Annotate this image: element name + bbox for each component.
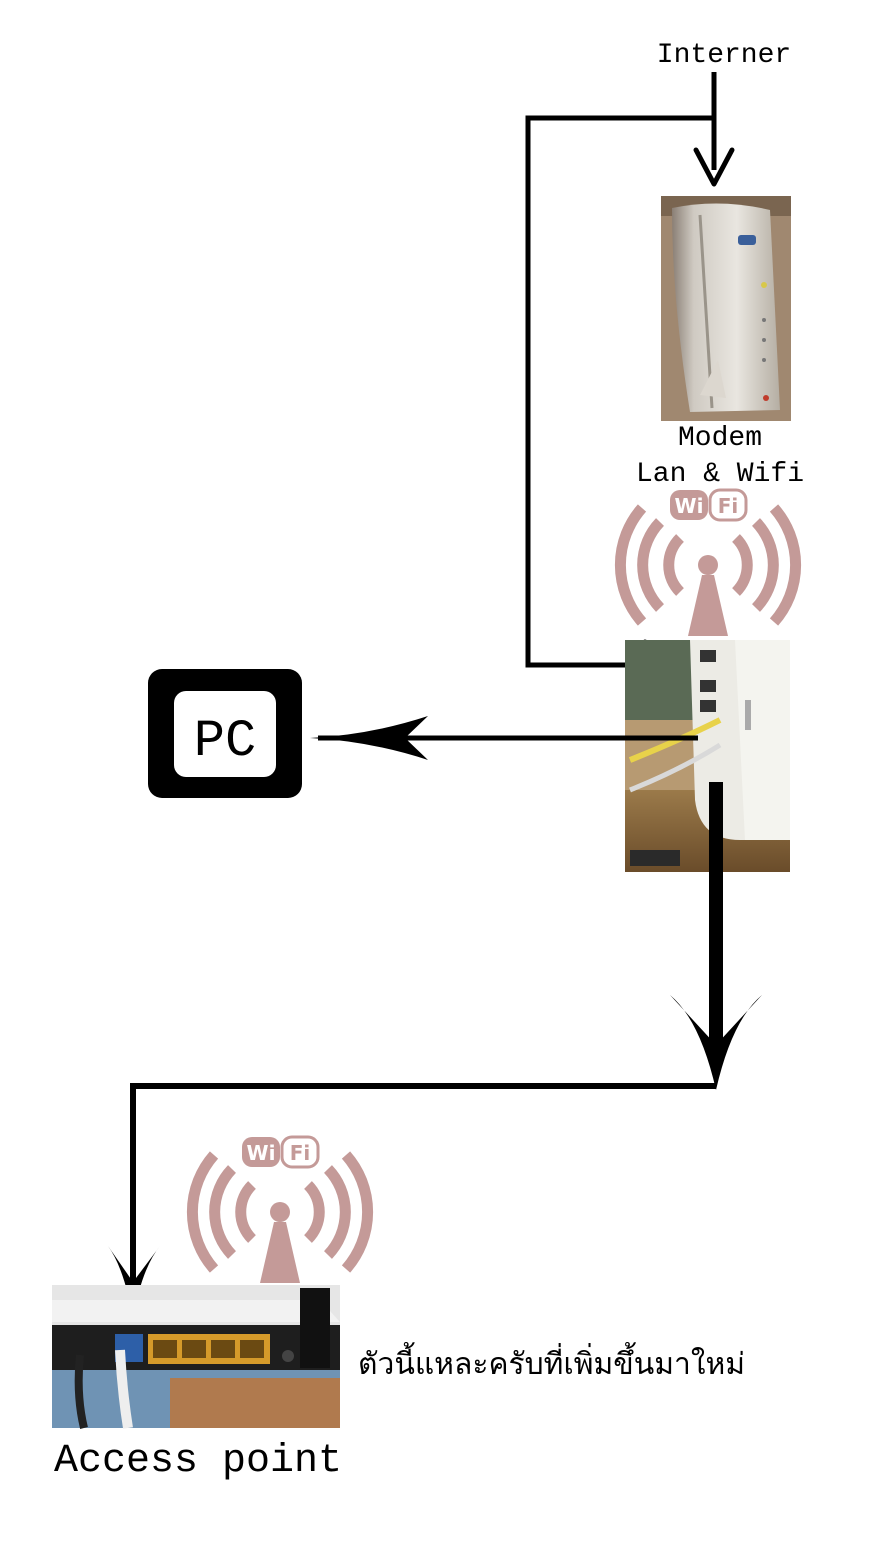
wifi-badge-wi-bottom: Wi xyxy=(247,1141,276,1165)
internet-connector xyxy=(693,72,735,187)
modem-image xyxy=(661,196,791,421)
modem-label-line1: Modem xyxy=(678,423,762,454)
internet-label: Interner xyxy=(657,40,791,71)
wifi-badge-top: Wi Fi xyxy=(670,488,748,522)
router-to-ap-connector xyxy=(108,782,762,1318)
pc-node: PC xyxy=(148,669,302,798)
wifi-badge-fi: Fi xyxy=(718,494,739,518)
modem-label-line2: Lan & Wifi xyxy=(636,459,804,490)
access-point-image xyxy=(52,1285,340,1429)
wifi-badge-bottom: Wi Fi xyxy=(242,1135,320,1169)
wifi-signal-icon-bottom: Wi Fi xyxy=(186,1135,374,1283)
pc-label: PC xyxy=(194,712,256,771)
wifi-badge-wi: Wi xyxy=(675,494,704,518)
router-image xyxy=(625,640,790,872)
access-point-label: Access point xyxy=(54,1439,342,1484)
router-to-pc-arrow xyxy=(310,716,698,760)
new-device-note: ตัวนี้แหละครับที่เพิ่มขึ้นมาใหม่ xyxy=(358,1342,745,1382)
wifi-signal-icon-top: Wi Fi xyxy=(614,488,802,636)
wifi-badge-fi-bottom: Fi xyxy=(290,1141,311,1165)
